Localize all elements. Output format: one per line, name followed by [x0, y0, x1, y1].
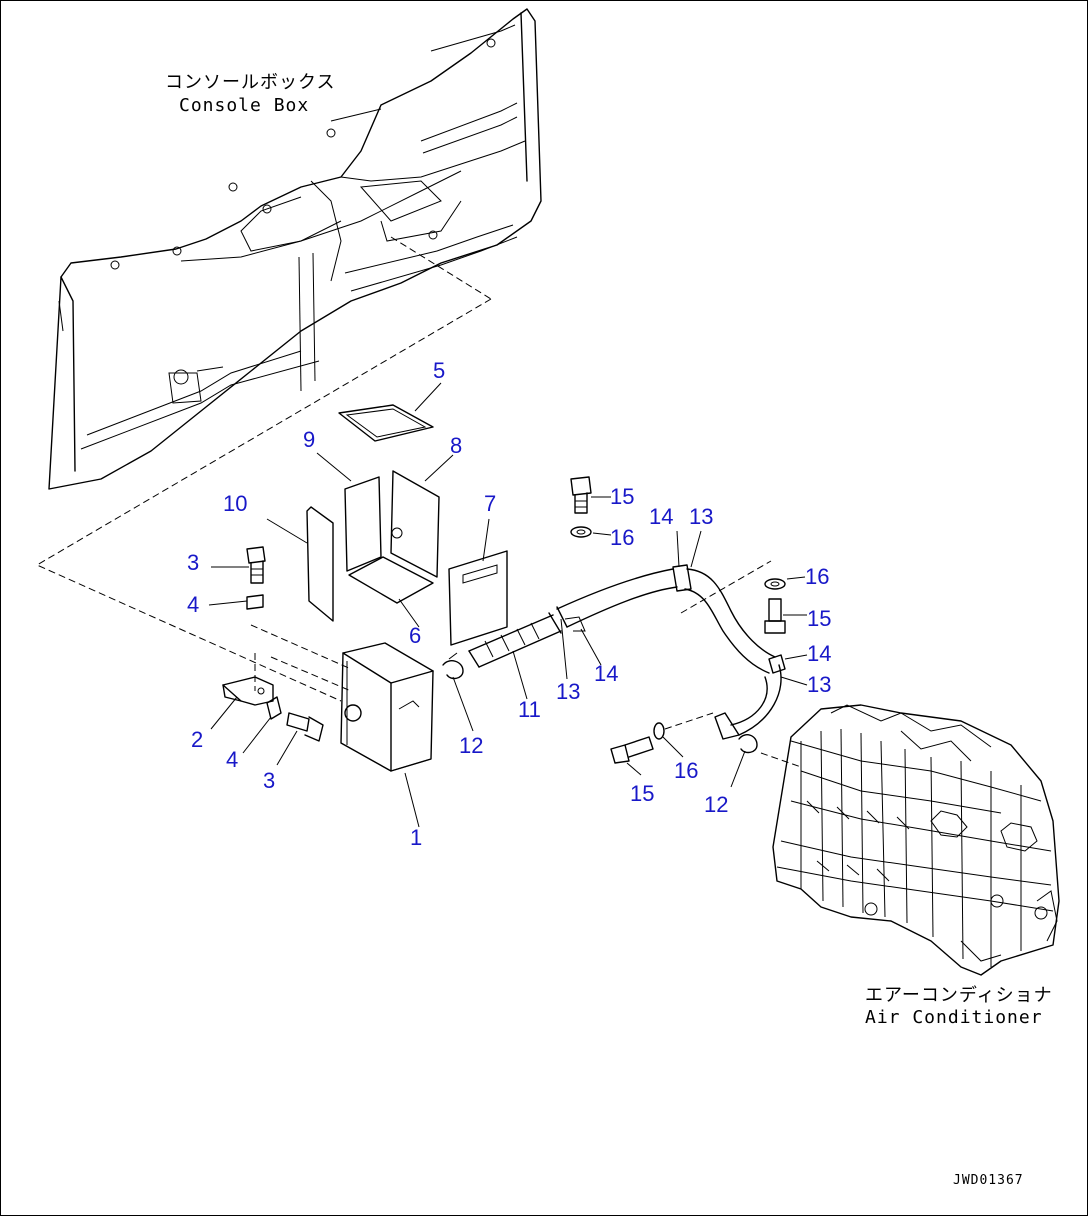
callout-4: 4 [226, 747, 239, 772]
callout-14: 14 [594, 661, 619, 686]
callout-1: 1 [410, 825, 423, 850]
callout-16: 16 [610, 525, 635, 550]
callout-3: 3 [187, 550, 200, 575]
callout-2: 2 [191, 727, 204, 752]
console-box-drawing [48, 8, 542, 490]
hose-bolts [570, 476, 802, 768]
callout-3: 3 [263, 768, 276, 793]
callout-15: 15 [630, 781, 655, 806]
console-box-label-en: Console Box [179, 95, 310, 116]
callout-15: 15 [610, 484, 635, 509]
callout-7: 7 [484, 491, 497, 516]
callout-13: 13 [689, 504, 714, 529]
callout-10: 10 [223, 491, 248, 516]
callout-16: 16 [674, 758, 699, 783]
callout-8: 8 [450, 433, 463, 458]
callout-11: 11 [518, 697, 541, 722]
callout-5: 5 [433, 358, 446, 383]
callout-16: 16 [805, 564, 830, 589]
callout-12: 12 [459, 733, 484, 758]
cover-panels [306, 404, 508, 646]
callout-13: 13 [556, 679, 581, 704]
air-conditioner-label-jp: エアーコンディショナ [865, 985, 1053, 1006]
callout-6: 6 [409, 623, 422, 648]
leader-lines [208, 382, 808, 828]
callout-12: 12 [704, 792, 729, 817]
air-conditioner-label-en: Air Conditioner [865, 1007, 1043, 1028]
callout-13: 13 [807, 672, 832, 697]
assembly-line-left [35, 298, 492, 702]
callout-9: 9 [303, 427, 316, 452]
callout-4: 4 [187, 592, 200, 617]
console-box-label-jp: コンソールボックス [165, 72, 336, 93]
callout-15: 15 [807, 606, 832, 631]
drawing-number: JWD01367 [953, 1173, 1024, 1188]
bracket-and-bolts [222, 546, 324, 742]
duct-hose [442, 564, 786, 754]
callout-14: 14 [649, 504, 674, 529]
air-conditioner-drawing [772, 704, 1060, 976]
box-drawing [340, 642, 434, 772]
callout-14: 14 [807, 641, 832, 666]
